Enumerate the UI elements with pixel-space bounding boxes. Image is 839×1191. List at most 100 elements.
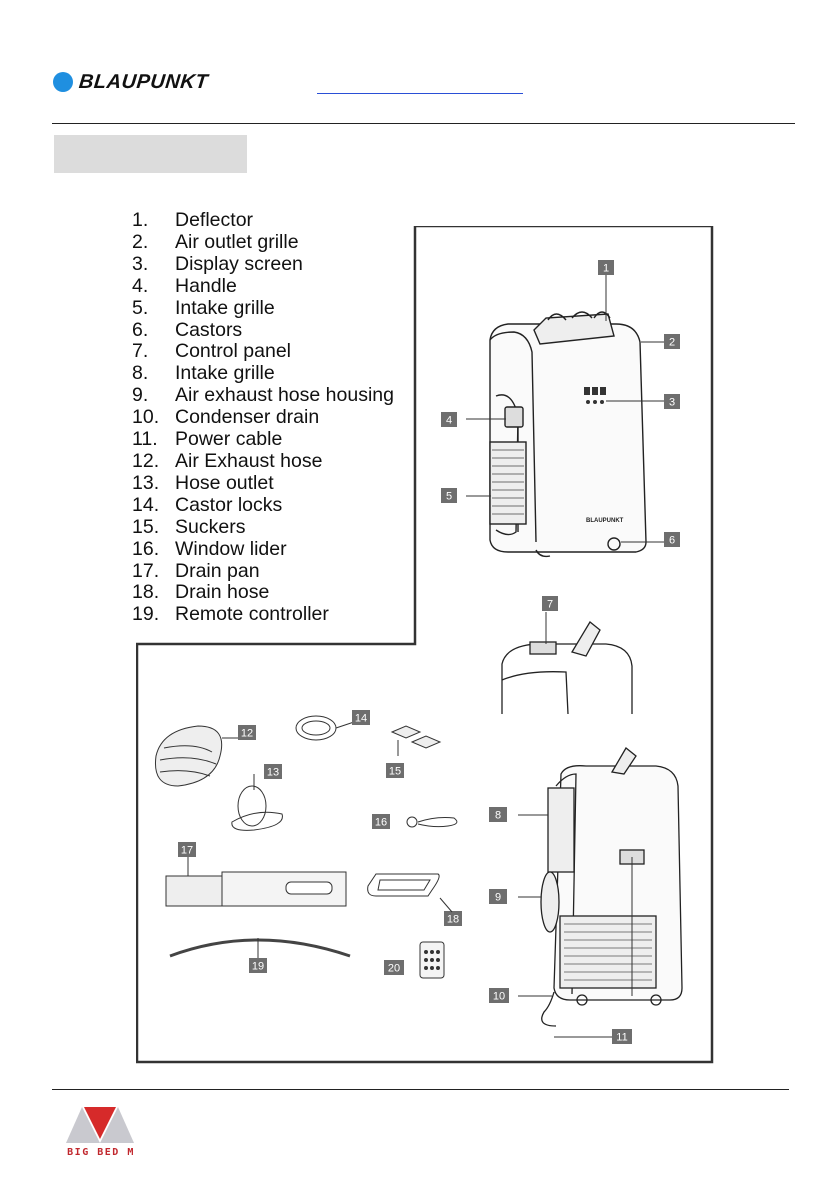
svg-text:11: 11 — [616, 1032, 627, 1044]
unit-front-illustration — [489, 311, 647, 558]
callout-5: 5 — [441, 488, 457, 503]
part-label: Air Exhaust hose — [175, 449, 323, 472]
part-number: 19. — [132, 603, 160, 626]
parts-list-item: 2. Air outlet grille — [132, 230, 394, 254]
svg-text:13: 13 — [267, 767, 279, 779]
suckers-illustration — [390, 725, 442, 756]
parts-list-item: 4. Handle — [132, 274, 394, 298]
callout-6: 6 — [664, 532, 680, 547]
svg-text:4: 4 — [446, 415, 452, 427]
part-label: Drain pan — [175, 559, 260, 582]
part-number: 7. — [132, 340, 149, 363]
callout-11: 11 — [612, 1029, 632, 1044]
part-number: 11. — [132, 428, 158, 451]
header-link-underline[interactable] — [317, 93, 523, 94]
callout-9: 9 — [489, 889, 507, 904]
callout-14: 14 — [352, 710, 370, 725]
parts-list-item: 6. Castors — [132, 318, 394, 342]
drain-pan-illustration — [165, 856, 347, 907]
callout-7: 7 — [542, 596, 558, 611]
part-label: Remote controller — [175, 603, 329, 626]
callout-20: 20 — [384, 960, 404, 975]
figure-frame — [136, 226, 714, 1064]
part-number: 17. — [132, 559, 160, 582]
callout-19: 19 — [249, 958, 267, 973]
part-number: 6. — [132, 318, 149, 341]
parts-list-item: 14.Castor locks — [132, 493, 394, 517]
part-label: Air outlet grille — [175, 230, 299, 253]
callout-16: 16 — [372, 814, 390, 829]
drain-tube-illustration — [169, 938, 351, 958]
svg-text:10: 10 — [493, 991, 505, 1003]
part-number: 9. — [132, 384, 149, 407]
part-label: Suckers — [175, 515, 246, 538]
part-label: Intake grille — [175, 362, 275, 385]
parts-list-item: 10. Condenser drain — [132, 406, 394, 429]
part-label: Window lider — [175, 537, 287, 560]
unit-rear-illustration — [540, 747, 683, 1027]
callout-10: 10 — [489, 988, 509, 1003]
svg-text:18: 18 — [447, 914, 459, 926]
parts-list-item: 18. Drain hose — [132, 582, 394, 604]
brand-name: BLAUPUNKT — [77, 70, 210, 93]
part-label: Condenser drain — [175, 406, 320, 429]
callout-13: 13 — [264, 764, 282, 779]
svg-text:7: 7 — [547, 599, 553, 611]
castor-locks-illustration — [295, 715, 355, 741]
part-label: Control panel — [175, 340, 291, 363]
footer-divider — [52, 1089, 789, 1090]
callout-18: 18 — [444, 911, 462, 926]
parts-list-item: 15. Suckers — [132, 515, 394, 539]
control-panel-illustration — [501, 621, 633, 715]
part-number: 3. — [132, 252, 149, 275]
svg-text:14: 14 — [355, 713, 367, 725]
svg-text:12: 12 — [241, 728, 253, 740]
window-slider-illustration — [406, 816, 458, 828]
part-number: 8. — [132, 362, 149, 385]
part-number: 10. — [132, 406, 160, 429]
parts-list-item: 8. Intake grille — [132, 362, 394, 385]
parts-list-item: 16. Window lider — [132, 537, 394, 561]
part-number: 4. — [132, 274, 149, 297]
remote-controller-illustration — [419, 941, 445, 979]
brand-dot-icon — [53, 72, 73, 92]
part-label: Castors — [175, 318, 243, 341]
hose-outlet-illustration — [231, 774, 283, 831]
unit-brand-label: BLAUPUNKT — [586, 518, 624, 524]
part-number: 16. — [132, 537, 160, 560]
svg-text:20: 20 — [388, 963, 400, 975]
callout-4: 4 — [441, 412, 457, 427]
callout-2: 2 — [664, 334, 680, 349]
parts-list-item: 7. Control panel — [132, 341, 394, 363]
part-number: 5. — [132, 296, 149, 319]
svg-text:6: 6 — [669, 535, 675, 547]
parts-list-item: 12. Air Exhaust hose — [132, 449, 394, 473]
svg-text:9: 9 — [495, 892, 501, 904]
part-number: 18. — [132, 581, 160, 604]
part-number: 12. — [132, 449, 160, 472]
part-number: 1. — [132, 209, 149, 231]
parts-list-item: 1. Deflector — [132, 209, 394, 232]
svg-text:1: 1 — [603, 263, 609, 275]
svg-text:15: 15 — [389, 766, 401, 778]
part-number: 14. — [132, 493, 160, 516]
callout-8: 8 — [489, 807, 507, 822]
parts-list-item: 3.Display screen — [132, 252, 394, 276]
callout-12: 12 — [238, 725, 256, 740]
leader-lines-rear — [518, 814, 633, 1038]
leader-lines-top — [466, 275, 664, 543]
part-label: Drain hose — [175, 581, 270, 604]
part-number: 2. — [132, 230, 149, 253]
svg-text:5: 5 — [446, 491, 452, 503]
brand-logo: BLAUPUNKT — [53, 70, 210, 94]
parts-list-item: 19. Remote controller — [132, 603, 394, 626]
part-label: Handle — [175, 274, 237, 297]
part-number: 15. — [132, 515, 160, 538]
part-label: Deflector — [175, 209, 254, 231]
part-label: Intake grille — [175, 296, 275, 319]
svg-text:2: 2 — [669, 337, 675, 349]
svg-text:16: 16 — [375, 817, 387, 829]
parts-list-item: 5. Intake grille — [132, 296, 394, 320]
unit-display — [584, 387, 606, 404]
